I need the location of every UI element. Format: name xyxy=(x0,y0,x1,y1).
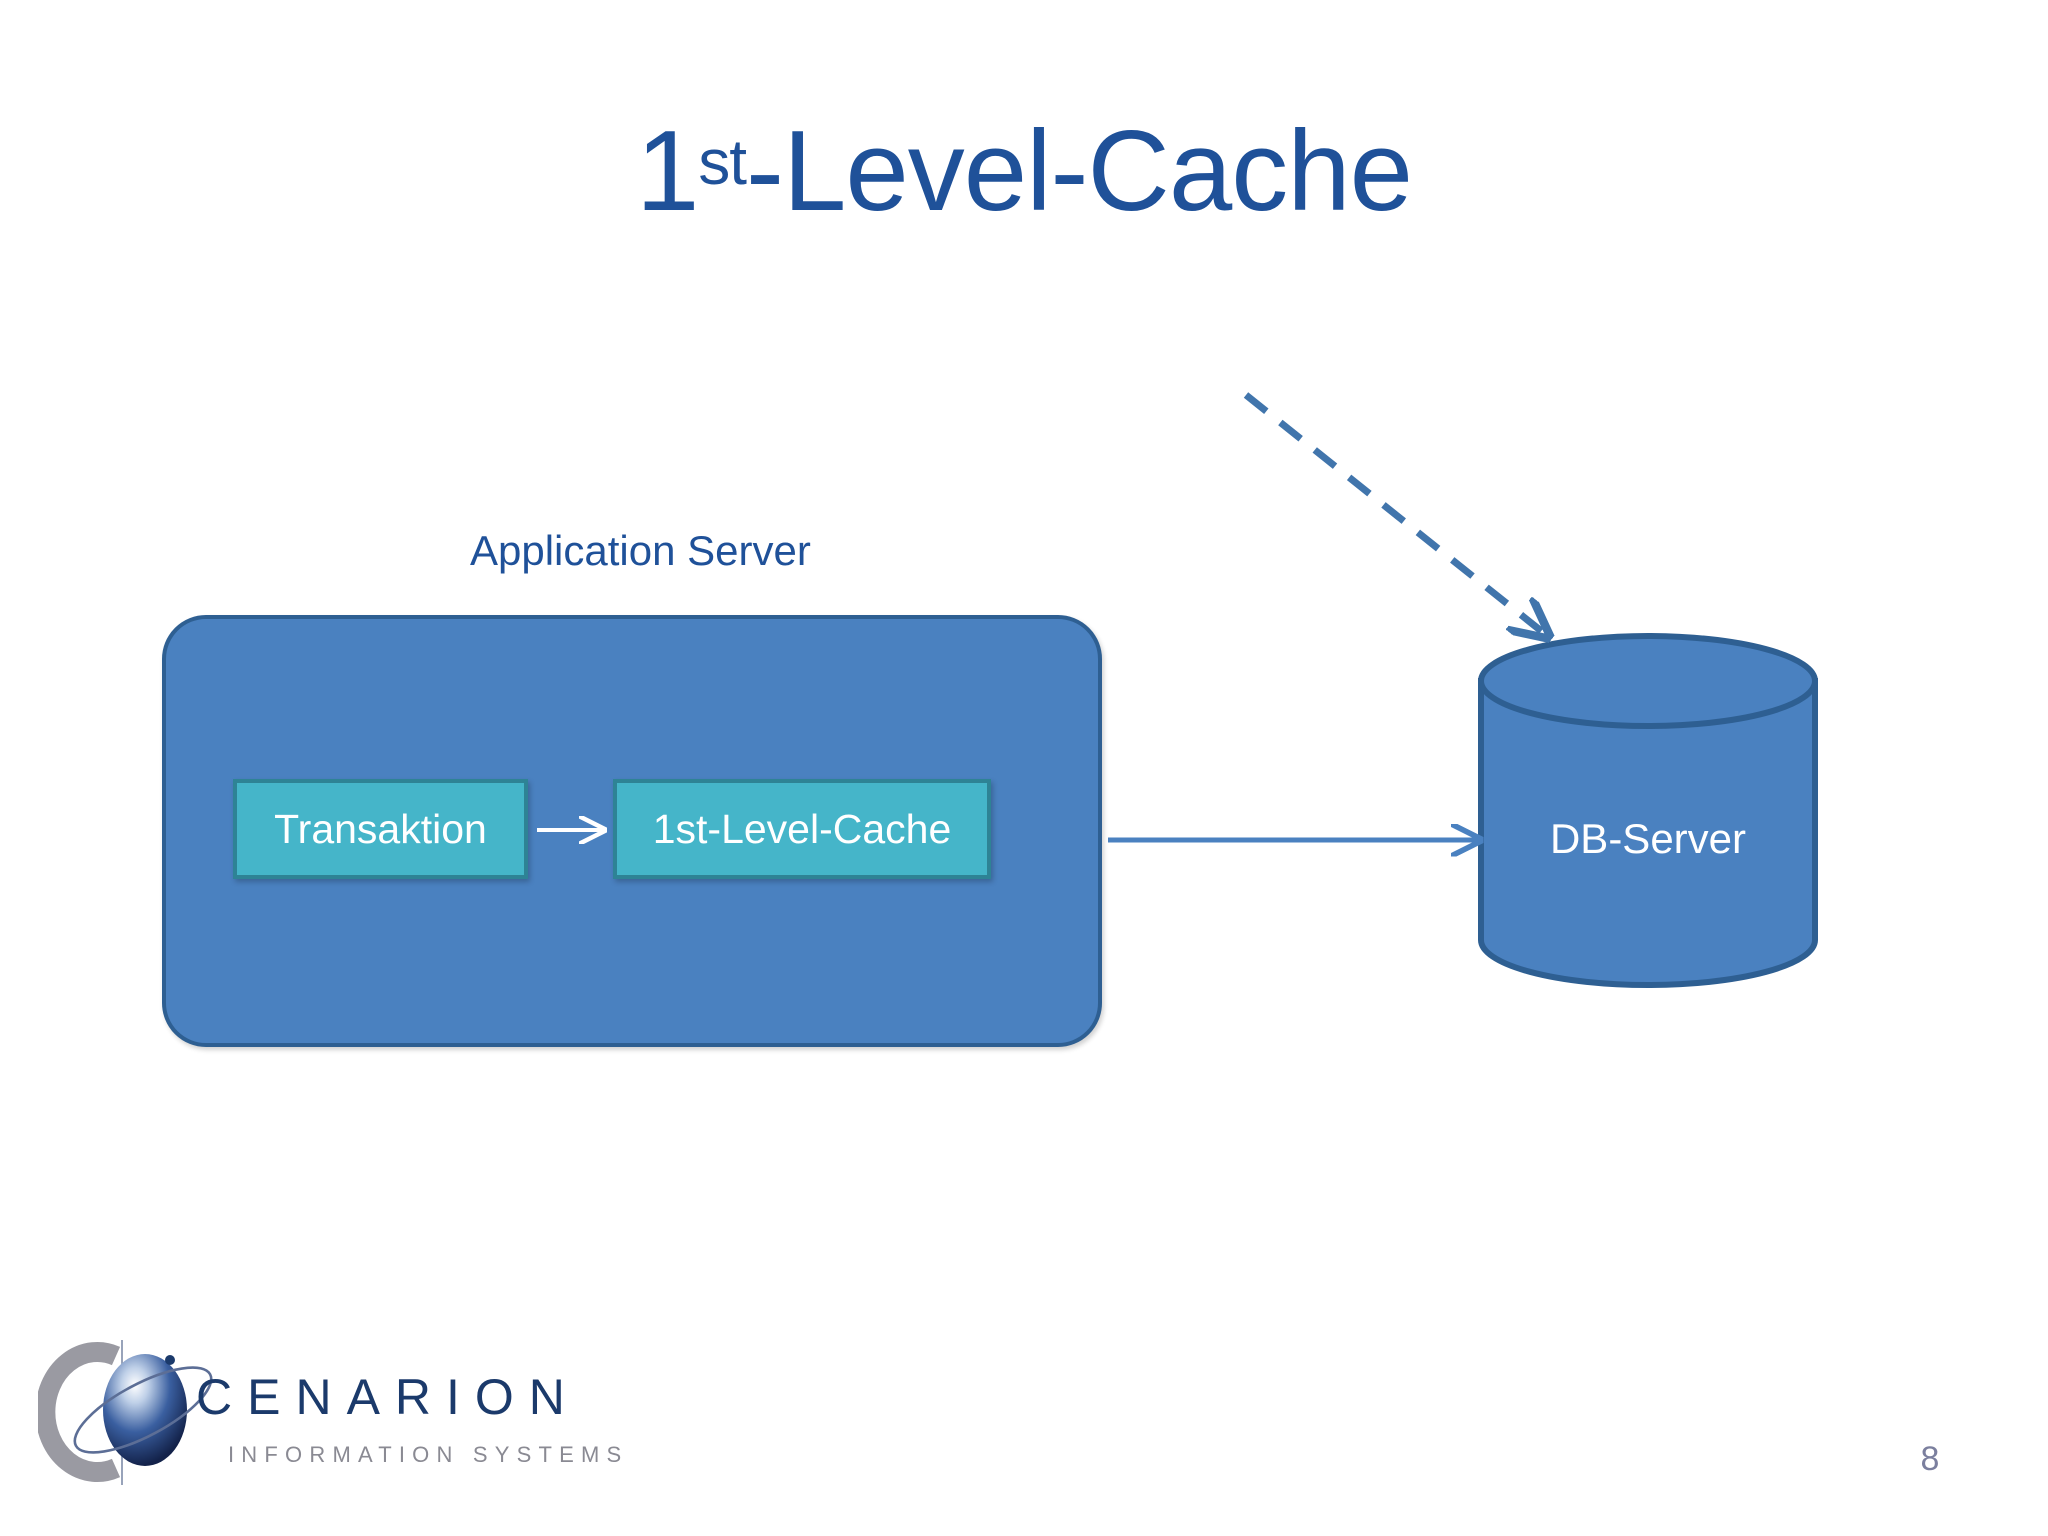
title-superscript: st xyxy=(698,126,747,199)
logo-wordmark: CENARION xyxy=(196,1369,580,1425)
app-server-label: Application Server xyxy=(470,527,811,574)
page-number: 8 xyxy=(1920,1440,1940,1478)
logo-orbit-dot xyxy=(165,1355,175,1365)
cylinder-body xyxy=(1478,678,1818,988)
page-title: 1st-Level-Cache xyxy=(0,112,2048,232)
logo-tagline: INFORMATION SYSTEMS xyxy=(228,1442,629,1467)
cylinder-top xyxy=(1478,633,1818,729)
logo-c-arc xyxy=(38,1342,121,1482)
title-rest: -Level-Cache xyxy=(746,108,1413,235)
db-server-cylinder[interactable] xyxy=(1478,633,1818,988)
title-main: 1 xyxy=(635,108,699,235)
logo-orbit-ring xyxy=(73,1366,213,1454)
node-first-level-cache[interactable]: 1st-Level-Cache xyxy=(613,779,991,879)
connector-annotation-dashed xyxy=(1243,392,1545,634)
logo-sphere xyxy=(103,1354,187,1466)
db-server-label: DB-Server xyxy=(1549,815,1747,862)
node-transaktion[interactable]: Transaktion xyxy=(233,779,528,879)
cenarion-logo-icon xyxy=(38,1340,213,1485)
